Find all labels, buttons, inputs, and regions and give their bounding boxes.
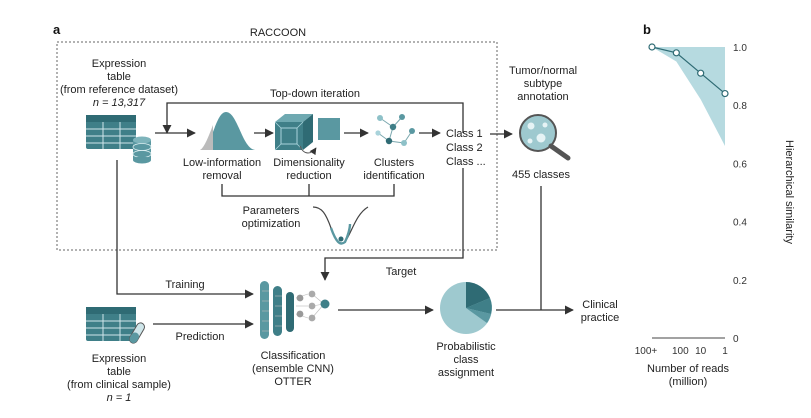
clinical-label-2: practice	[581, 312, 620, 324]
similarity-line	[651, 46, 726, 95]
training-arrow	[116, 160, 254, 299]
magnifier-icon	[519, 114, 571, 161]
distribution-icon	[200, 112, 256, 150]
data-point	[672, 49, 680, 57]
similarity-chart: 1.0 0.8 0.6 0.4 0.2 0 100+ 100 10 1	[635, 43, 748, 357]
data-point	[721, 89, 729, 98]
training-label: Training	[165, 279, 204, 291]
prob-label-1: Probabilistic	[436, 341, 496, 353]
dimred-label-1: Dimensionality	[273, 157, 345, 169]
optimization-curve-icon	[312, 206, 369, 245]
tumor-label-1: Tumor/normal	[509, 65, 577, 77]
y-tick-label: 0.6	[733, 159, 747, 170]
expr-clin-n: n = 1	[107, 392, 132, 404]
test-tube-icon	[129, 322, 145, 344]
prediction-label: Prediction	[176, 331, 225, 343]
database-icon	[132, 136, 152, 164]
prob-label-2: class	[453, 354, 479, 366]
x-tick-label: 1	[722, 346, 728, 357]
y-tick-label: 0	[733, 334, 739, 345]
class-1-label: Class 1	[446, 128, 483, 140]
x-tick-label: 100	[672, 346, 689, 357]
expr-ref-n: n = 13,317	[93, 97, 146, 109]
x-tick-label: 100+	[635, 346, 658, 357]
table-icon	[86, 115, 136, 149]
params-label-1: Parameters	[243, 205, 300, 217]
tumor-label-3: annotation	[517, 91, 568, 103]
classif-label-1: Classification	[261, 350, 326, 362]
classes-count: 455 classes	[512, 169, 571, 181]
raccoon-title: RACCOON	[250, 27, 306, 39]
panel-b-letter: b	[643, 22, 651, 37]
class-2-label: Class 2	[446, 142, 483, 154]
expr-ref-label-1: Expression	[92, 58, 146, 70]
topdown-label: Top-down iteration	[270, 88, 360, 100]
cube-icon	[274, 114, 340, 156]
y-tick-label: 0.4	[733, 218, 747, 229]
classif-label-2: (ensemble CNN)	[252, 363, 334, 375]
expr-ref-label-3: (from reference dataset)	[60, 84, 178, 96]
topdown-loop-arrow	[162, 102, 464, 134]
chart-ylabel: Hierarchical similarity	[783, 140, 795, 244]
data-point	[697, 69, 705, 77]
x-tick-label: 10	[695, 346, 707, 357]
params-bracket	[221, 184, 395, 197]
expr-clin-label-3: (from clinical sample)	[67, 379, 171, 391]
chart-xlabel-1: Number of reads	[647, 363, 729, 375]
pie-icon	[440, 282, 492, 334]
raccoon-box	[56, 41, 498, 251]
clusters-label-2: identification	[363, 170, 424, 182]
expr-clin-label-2: table	[107, 366, 131, 378]
class-3-label: Class ...	[446, 156, 486, 168]
dimred-label-2: reduction	[286, 170, 331, 182]
expr-clin-label-1: Expression	[92, 353, 146, 365]
lowinfo-label-1: Low-information	[183, 157, 261, 169]
clusters-label-1: Clusters	[374, 157, 415, 169]
prob-label-3: assignment	[438, 367, 494, 379]
clusters-icon	[375, 114, 415, 146]
lowinfo-label-2: removal	[202, 170, 241, 182]
clinical-label-1: Clinical	[582, 299, 617, 311]
target-arrow	[320, 168, 464, 281]
expr-ref-label-2: table	[107, 71, 131, 83]
params-label-2: optimization	[242, 218, 301, 230]
y-tick-label: 1.0	[733, 43, 747, 54]
y-tick-label: 0.2	[733, 276, 747, 287]
clinical-table-icon	[86, 307, 136, 341]
classif-label-3: OTTER	[274, 376, 311, 388]
chart-xlabel-2: (million)	[669, 376, 708, 388]
cnn-icon	[260, 281, 330, 339]
data-point	[648, 43, 656, 51]
y-tick-label: 0.8	[733, 101, 747, 112]
confidence-band	[652, 47, 725, 146]
panel-a-letter: a	[53, 22, 61, 37]
target-label: Target	[386, 266, 417, 278]
tumor-label-2: subtype	[524, 78, 563, 90]
